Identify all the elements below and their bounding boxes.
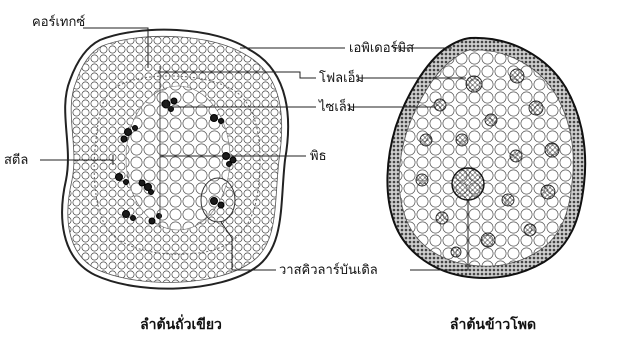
dicot-stem-section xyxy=(62,30,288,289)
monocot-bundle xyxy=(416,174,428,186)
caption-corn-stem: ลำต้นข้าวโพด xyxy=(450,315,536,333)
label-stele: สตีล xyxy=(4,152,28,168)
monocot-bundle xyxy=(502,194,514,206)
label-cortex: คอร์เทกซ์ xyxy=(32,14,85,30)
monocot-bundle xyxy=(451,247,461,257)
monocot-bundle xyxy=(485,114,497,126)
label-epidermis: เอพิเดอร์มิส xyxy=(349,40,414,56)
label-xylem: ไซเล็ม xyxy=(318,97,355,115)
label-pith: พิธ xyxy=(310,149,327,164)
monocot-bundle xyxy=(529,101,543,115)
monocot-bundle xyxy=(434,99,446,111)
caption-mung-bean-stem: ลำต้นถั่วเขียว xyxy=(140,314,222,333)
monocot-bundle xyxy=(510,150,522,162)
monocot-bundle xyxy=(481,233,495,247)
monocot-labelled-vascular-bundle xyxy=(452,168,484,200)
monocot-bundle xyxy=(545,143,559,157)
label-vascular-bundle: วาสคิวลาร์บันเดิล xyxy=(279,262,378,278)
label-phloem: โฟลเอ็ม xyxy=(319,68,364,86)
monocot-bundle xyxy=(456,134,468,146)
monocot-bundle xyxy=(510,69,524,83)
monocot-bundle xyxy=(524,224,536,236)
monocot-bundle xyxy=(436,212,448,224)
dicot-pith-cells xyxy=(126,86,230,230)
monocot-stem-section xyxy=(387,38,585,278)
monocot-bundle xyxy=(420,134,432,146)
monocot-bundle xyxy=(541,185,555,199)
monocot-bundle xyxy=(466,76,482,92)
captions: ลำต้นถั่วเขียว ลำต้นข้าวโพด xyxy=(140,314,536,333)
